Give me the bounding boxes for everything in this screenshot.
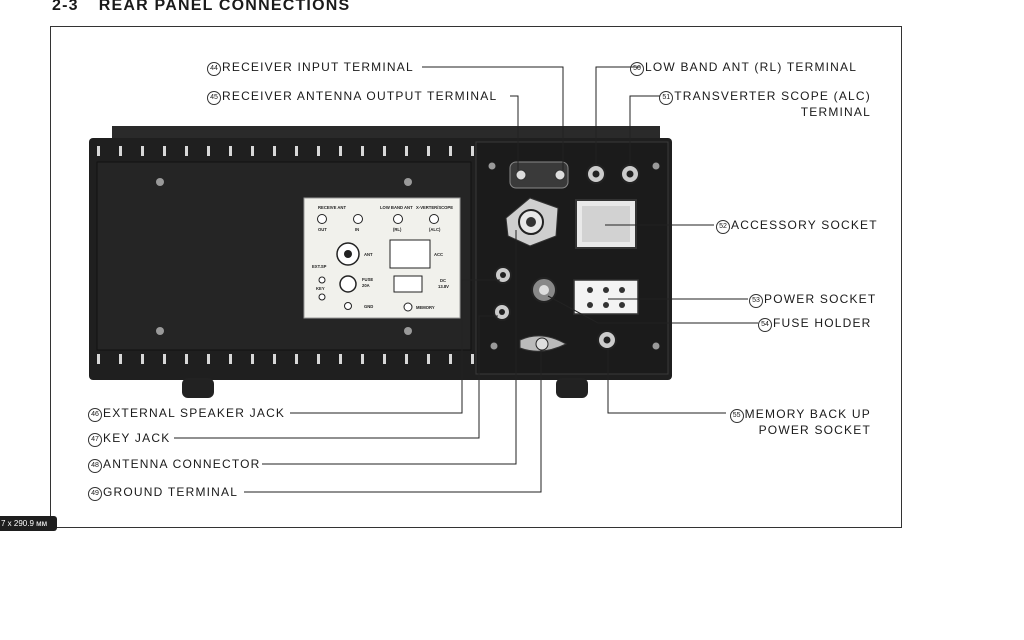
dimension-tag: 7 x 290.9 мм	[0, 516, 57, 531]
callout-text: RECEIVER INPUT TERMINAL	[222, 60, 414, 74]
silk-x-verter-scope: X-VERTER/SCOPE	[416, 205, 453, 210]
callout-number: 47	[88, 433, 102, 447]
silk-low-band-ant: LOW BAND ANT	[380, 205, 413, 210]
section-number: 2-3	[52, 0, 79, 14]
silk-receive-ant: RECEIVE ANT	[318, 205, 346, 210]
callout-text: EXTERNAL SPEAKER JACK	[103, 406, 286, 420]
callout-text-line2: POWER SOCKET	[758, 423, 871, 437]
callout-number: 45	[207, 91, 221, 105]
silk-dc-voltage: 13.8V	[438, 284, 449, 289]
callout-number: 55	[729, 409, 744, 423]
silk-out: OUT	[318, 227, 327, 232]
callout-number: 50	[630, 62, 644, 76]
callout-text: TRANSVERTER SCOPE (ALC)	[674, 89, 871, 103]
callout-number: 52	[716, 220, 730, 234]
section-title: REAR PANEL CONNECTIONS	[98, 0, 351, 14]
silk-gnd: GND	[364, 304, 373, 309]
silk-ant: ANT	[364, 252, 373, 257]
label-plate	[303, 197, 461, 319]
callout-text: POWER SOCKET	[764, 292, 877, 306]
silk-ext-sp: EXT.SP	[312, 264, 327, 269]
callout-text: FUSE HOLDER	[773, 316, 872, 330]
callout-number: 44	[207, 62, 221, 76]
silk-rl: (RL)	[393, 227, 402, 232]
silk-key: KEY	[316, 286, 325, 291]
callout-text: MEMORY BACK UP	[744, 407, 871, 421]
callout-text: LOW BAND ANT (RL) TERMINAL	[645, 60, 858, 74]
callout-text-line2: TERMINAL	[800, 105, 871, 119]
leader-lines	[174, 66, 758, 493]
callout-number: 53	[749, 294, 763, 308]
silk-fuse-rating: 20A	[362, 283, 370, 288]
silk-in: IN	[355, 227, 359, 232]
connector-cluster	[493, 161, 640, 352]
callout-text: ANTENNA CONNECTOR	[103, 457, 261, 471]
silk-alc: (ALC)	[429, 227, 441, 232]
callout-text: RECEIVER ANTENNA OUTPUT TERMINAL	[222, 89, 498, 103]
silk-dc: DC	[440, 278, 446, 283]
callout-number: 48	[88, 459, 102, 473]
figure-frame	[50, 26, 902, 528]
silk-fuse: FUSE	[362, 277, 373, 282]
callout-number: 54	[758, 318, 772, 332]
section-heading: 2-3 REAR PANEL CONNECTIONS	[52, 0, 350, 15]
callout-number: 46	[88, 408, 102, 422]
callout-number: 49	[88, 487, 102, 501]
callout-text: ACCESSORY SOCKET	[731, 218, 878, 232]
callout-number: 51	[659, 91, 674, 105]
silk-memory: MEMORY	[416, 305, 435, 310]
callout-text: GROUND TERMINAL	[103, 485, 239, 499]
callout-text: KEY JACK	[103, 431, 171, 445]
silk-acc: ACC	[434, 252, 443, 257]
